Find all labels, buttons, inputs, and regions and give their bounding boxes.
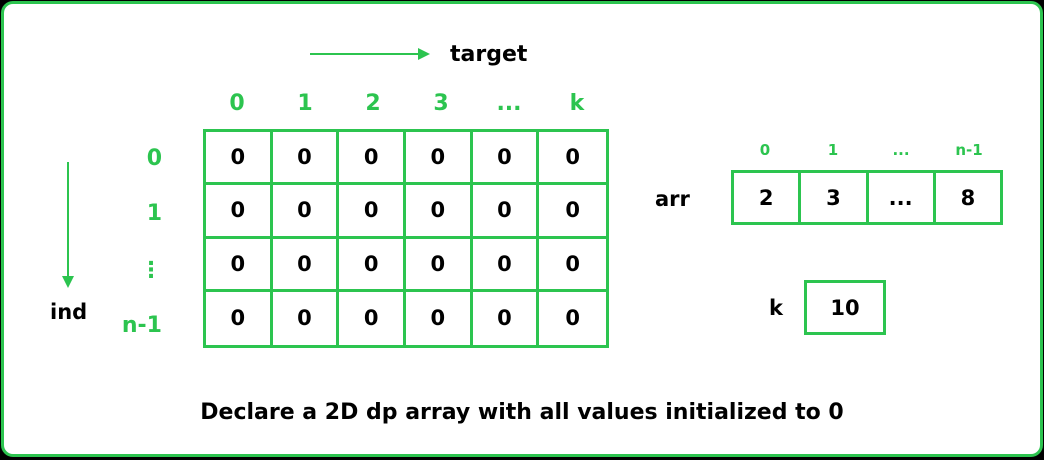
- dp-cell: 0: [405, 238, 473, 292]
- dp-cell: 0: [405, 132, 473, 186]
- dp-cell: 0: [339, 185, 406, 239]
- arr-cell: 3: [801, 173, 869, 222]
- arr-index: 0: [759, 141, 771, 159]
- dp-cell: 0: [539, 239, 606, 292]
- arr-box: 2 3 ... 8: [731, 170, 1003, 225]
- dp-cell: 0: [339, 291, 406, 345]
- dp-cell: 0: [472, 132, 540, 186]
- dp-cell: 0: [206, 132, 273, 186]
- arr-cell: 8: [960, 185, 976, 210]
- k-value-box: 10: [804, 280, 886, 335]
- row-header: n-1: [121, 313, 162, 338]
- col-header: ...: [496, 91, 522, 116]
- caption: Declare a 2D dp array with all values in…: [200, 400, 844, 425]
- dp-cell: 0: [272, 238, 340, 292]
- arrow-right-icon: [418, 48, 430, 60]
- arr-index: ...: [892, 141, 910, 159]
- dp-cell: 0: [206, 185, 273, 239]
- col-header: k: [569, 91, 585, 116]
- ind-label: ind: [50, 300, 88, 324]
- col-header: 1: [297, 91, 313, 116]
- row-header: 0: [146, 146, 162, 171]
- row-header: 1: [146, 201, 162, 226]
- dp-cell: 0: [339, 132, 406, 186]
- dp-cell: 0: [339, 238, 406, 292]
- dp-cell: 0: [206, 238, 273, 292]
- target-label: target: [450, 42, 528, 67]
- dp-cell: 0: [472, 238, 540, 292]
- arr-cell: 2: [734, 173, 802, 222]
- arr-index: 1: [827, 141, 839, 159]
- arrow-down-icon: [62, 276, 74, 288]
- arr-label: arr: [655, 187, 690, 211]
- dp-cell: 0: [406, 291, 473, 345]
- dp-cell: 0: [473, 291, 540, 345]
- dp-cell: 0: [565, 306, 580, 331]
- row-header: ⋮: [140, 258, 162, 283]
- ind-arrow-line: [67, 162, 69, 278]
- target-arrow-line: [310, 53, 420, 55]
- dp-table: 0 0 0 0 0 0 0 0 0 0 0 0 0 0 0 0 0 0 0 0 …: [203, 129, 609, 348]
- col-header: 3: [433, 91, 449, 116]
- arr-index: n-1: [955, 141, 983, 159]
- dp-cell: 0: [472, 185, 540, 239]
- k-label: k: [769, 296, 783, 320]
- dp-cell: 0: [206, 291, 273, 345]
- dp-cell: 0: [539, 132, 606, 186]
- col-header: 0: [229, 91, 245, 116]
- arr-cell: ...: [869, 173, 936, 222]
- dp-cell: 0: [539, 185, 606, 239]
- dp-cell: 0: [272, 185, 340, 239]
- dp-cell: 0: [273, 291, 340, 345]
- dp-cell: 0: [405, 185, 473, 239]
- col-header: 2: [365, 91, 381, 116]
- dp-cell: 0: [272, 132, 340, 186]
